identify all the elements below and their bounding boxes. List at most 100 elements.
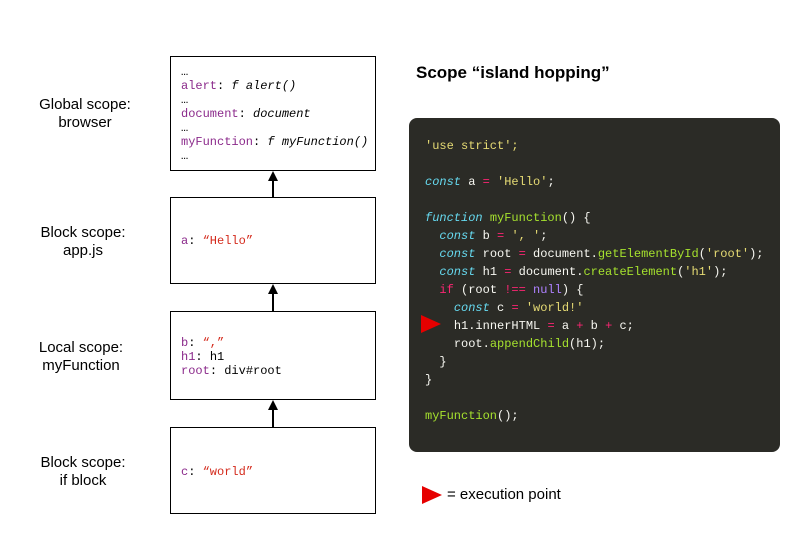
entry-colon: : bbox=[253, 135, 261, 149]
code-token: const bbox=[439, 229, 476, 243]
code-token: = bbox=[504, 265, 512, 279]
code-token: if bbox=[439, 283, 454, 297]
code-token: b bbox=[482, 229, 490, 243]
app-scope-box: a: “Hello” bbox=[170, 197, 376, 284]
h1-entry: h1: h1 bbox=[181, 350, 282, 364]
code-token: myFunction bbox=[425, 409, 498, 423]
a-entry: a: “Hello” bbox=[181, 234, 253, 248]
code-token: ) { bbox=[561, 283, 584, 297]
code-token: ; bbox=[540, 229, 548, 243]
code-token: document. bbox=[518, 265, 584, 279]
code-panel: 'use strict'; const a = 'Hello'; functio… bbox=[409, 118, 780, 452]
code-line: root.appendChild(h1); bbox=[425, 335, 764, 353]
label-global-scope: Global scope: browser bbox=[10, 96, 160, 132]
entry-value: h1 bbox=[209, 350, 225, 364]
scope-chain-arrow bbox=[272, 294, 274, 312]
code-token: appendChild bbox=[489, 337, 570, 351]
arrow-head bbox=[268, 171, 278, 181]
entry-key: alert bbox=[181, 79, 218, 93]
scope-chain-arrow bbox=[272, 410, 274, 428]
code-token: } bbox=[439, 355, 447, 369]
code-line: const root = document.getElementById('ro… bbox=[425, 245, 764, 263]
label-line: browser bbox=[58, 114, 112, 131]
entry-value: “Hello” bbox=[202, 234, 254, 248]
scope-chain-arrow bbox=[272, 181, 274, 198]
code-line-blank bbox=[425, 191, 764, 209]
code-line: const b = ', '; bbox=[425, 227, 764, 245]
label-block-scope-app: Block scope: app.js bbox=[8, 224, 158, 260]
entry-colon: : bbox=[188, 234, 196, 248]
code-token: + bbox=[605, 319, 613, 333]
code-token: ( bbox=[677, 265, 685, 279]
code-token: = bbox=[511, 301, 519, 315]
code-token: document. bbox=[533, 247, 598, 261]
c-entry: c: “world” bbox=[181, 465, 253, 479]
code-token: = bbox=[547, 319, 555, 333]
code-token: !== bbox=[504, 283, 526, 297]
code-token: (h1); bbox=[569, 337, 606, 351]
code-token: a bbox=[561, 319, 570, 333]
document-entry: document: document bbox=[181, 107, 368, 121]
if-scope-box: c: “world” bbox=[170, 427, 376, 514]
code-token: ( bbox=[698, 247, 706, 261]
global-scope-box: … alert: f alert() … document: document … bbox=[170, 56, 376, 171]
code-token: function bbox=[425, 211, 483, 225]
code-token: (); bbox=[497, 409, 519, 423]
label-line: Global scope: bbox=[39, 96, 131, 113]
label-local-scope: Local scope: myFunction bbox=[6, 339, 156, 375]
label-line: if block bbox=[59, 472, 107, 489]
entry-value: f myFunction() bbox=[267, 135, 369, 149]
label-block-scope-if: Block scope: if block bbox=[8, 454, 158, 490]
arrow-head bbox=[268, 400, 278, 410]
entry-key: h1 bbox=[181, 350, 196, 364]
entry-key: document bbox=[181, 107, 239, 121]
entry-colon: : bbox=[188, 465, 196, 479]
entry-value: document bbox=[253, 107, 311, 121]
b-entry: b: “,” bbox=[181, 336, 282, 350]
ellipsis-line: … bbox=[181, 93, 189, 107]
code-line: if (root !== null) { bbox=[425, 281, 764, 299]
code-token: ); bbox=[749, 247, 764, 261]
entry-colon: : bbox=[188, 336, 196, 350]
code-line-blank bbox=[425, 155, 764, 173]
entry-key: a bbox=[181, 234, 189, 248]
code-listing: 'use strict'; const a = 'Hello'; functio… bbox=[425, 137, 764, 425]
code-token: () { bbox=[561, 211, 591, 225]
entry-key: root bbox=[181, 364, 210, 378]
label-line: Block scope: bbox=[40, 454, 126, 471]
entry-key: c bbox=[181, 465, 189, 479]
code-line-execution: h1.innerHTML = a + b + c; bbox=[425, 317, 764, 335]
code-token: b bbox=[590, 319, 598, 333]
entry-colon: : bbox=[195, 350, 203, 364]
ellipsis-line: … bbox=[181, 149, 189, 163]
ellipsis-line: … bbox=[181, 121, 189, 135]
code-token: 'h1' bbox=[684, 265, 714, 279]
alert-entry: alert: f alert() bbox=[181, 79, 368, 93]
entry-value: div#root bbox=[224, 364, 282, 378]
entry-key: b bbox=[181, 336, 189, 350]
label-line: myFunction bbox=[42, 357, 120, 374]
arrow-head bbox=[268, 284, 278, 294]
code-token: + bbox=[576, 319, 584, 333]
code-token: 'Hello' bbox=[497, 175, 548, 189]
code-token: 'use strict'; bbox=[425, 139, 519, 153]
code-token: h1 bbox=[482, 265, 498, 279]
entry-value: “,” bbox=[202, 336, 225, 350]
code-token: (root bbox=[461, 283, 498, 297]
code-token: const bbox=[425, 175, 462, 189]
code-token: a bbox=[468, 175, 476, 189]
code-token: root bbox=[482, 247, 512, 261]
code-token: root. bbox=[453, 337, 490, 351]
label-line: app.js bbox=[62, 242, 104, 259]
myfunction-entry: myFunction: f myFunction() bbox=[181, 135, 368, 149]
code-token: 'root' bbox=[705, 247, 750, 261]
code-line: 'use strict'; bbox=[425, 137, 764, 155]
code-token: } bbox=[425, 373, 433, 387]
code-token: = bbox=[518, 247, 526, 261]
code-line-blank bbox=[425, 389, 764, 407]
code-line: const a = 'Hello'; bbox=[425, 173, 764, 191]
code-token: = bbox=[482, 175, 490, 189]
code-line: const c = 'world!' bbox=[425, 299, 764, 317]
code-token: const bbox=[439, 265, 476, 279]
code-token: c bbox=[497, 301, 505, 315]
